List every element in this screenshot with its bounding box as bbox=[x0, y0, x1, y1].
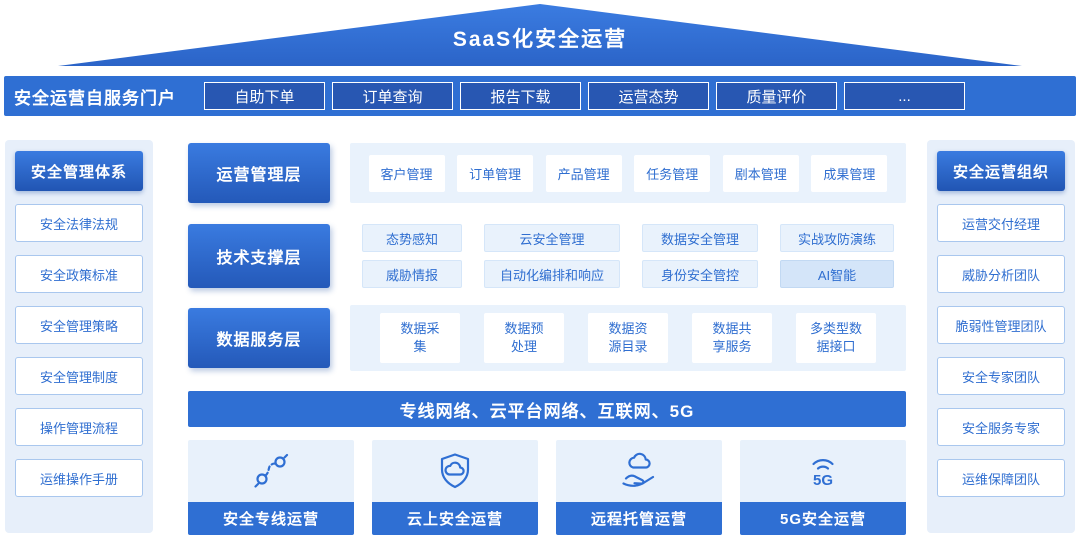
cloud-shield-icon bbox=[440, 453, 470, 489]
left-panel-title: 安全管理体系 bbox=[15, 151, 143, 191]
5g-signal-icon: 5G bbox=[812, 459, 834, 489]
quality-evaluation-button[interactable]: 质量评价 bbox=[716, 82, 837, 110]
list-item: 脆弱性管理团队 bbox=[937, 306, 1065, 344]
module-chip: 产品管理 bbox=[545, 154, 622, 192]
module-chip: 数据安全管理 bbox=[642, 224, 758, 252]
module-chip: 剧本管理 bbox=[722, 154, 799, 192]
module-chip: 多类型数 据接口 bbox=[796, 313, 876, 363]
module-chip: 态势感知 bbox=[362, 224, 462, 252]
data-layer-row: 数据采 集 数据预 处理 数据资 源目录 数据共 享服务 多类型数 据接口 bbox=[350, 305, 906, 371]
module-chip: 数据采 集 bbox=[380, 313, 460, 363]
module-chip: 订单管理 bbox=[457, 154, 534, 192]
list-item: 运维保障团队 bbox=[937, 459, 1065, 497]
tech-layer-grid: 态势感知 云安全管理 数据安全管理 实战攻防演练 威胁情报 自动化编排和响应 身… bbox=[350, 224, 906, 288]
module-chip: 数据预 处理 bbox=[484, 313, 564, 363]
hand-cloud-icon bbox=[622, 452, 655, 487]
roof-banner: SaaS化安全运营 bbox=[58, 4, 1022, 66]
module-chip: 成果管理 bbox=[811, 154, 888, 192]
module-chip: 任务管理 bbox=[634, 154, 711, 192]
module-chip: 身份安全管控 bbox=[642, 260, 758, 288]
page-title: SaaS化安全运营 bbox=[452, 28, 628, 51]
dedicated-line-icon bbox=[254, 453, 289, 488]
scenario-label: 云上安全运营 bbox=[372, 502, 538, 535]
module-chip: 实战攻防演练 bbox=[780, 224, 894, 252]
list-item: 运营交付经理 bbox=[937, 204, 1065, 242]
list-item: 威胁分析团队 bbox=[937, 255, 1065, 293]
portal-button-group: 自助下单 订单查询 报告下载 运营态势 质量评价 ... bbox=[204, 82, 965, 110]
network-bar: 专线网络、云平台网络、互联网、5G bbox=[188, 391, 906, 427]
scenario-box-dedicated-line: 安全专线运营 bbox=[188, 440, 354, 535]
list-item: 安全法律法规 bbox=[15, 204, 143, 242]
module-chip: 客户管理 bbox=[368, 154, 445, 192]
list-item: 安全管理策略 bbox=[15, 306, 143, 344]
data-layer-label: 数据服务层 bbox=[188, 308, 330, 368]
right-panel-title: 安全运营组织 bbox=[937, 151, 1065, 191]
scenario-label: 远程托管运营 bbox=[556, 502, 722, 535]
list-item: 安全政策标准 bbox=[15, 255, 143, 293]
operations-layer-label: 运营管理层 bbox=[188, 143, 330, 203]
scenario-label: 5G安全运营 bbox=[740, 502, 906, 535]
list-item: 安全服务专家 bbox=[937, 408, 1065, 446]
portal-label: 安全运营自服务门户 bbox=[14, 88, 176, 108]
security-organization-panel: 安全运营组织 运营交付经理 威胁分析团队 脆弱性管理团队 安全专家团队 安全服务… bbox=[927, 140, 1075, 533]
more-button[interactable]: ... bbox=[844, 82, 965, 110]
order-query-button[interactable]: 订单查询 bbox=[332, 82, 453, 110]
list-item: 运维操作手册 bbox=[15, 459, 143, 497]
tech-layer-label: 技术支撑层 bbox=[188, 224, 330, 288]
scenario-row: 安全专线运营 云上安全运营 远程托管运营 bbox=[188, 440, 906, 535]
scenario-label: 安全专线运营 bbox=[188, 502, 354, 535]
scenario-box-cloud-security: 云上安全运营 bbox=[372, 440, 538, 535]
module-chip: 自动化编排和响应 bbox=[484, 260, 620, 288]
5g-icon-text: 5G bbox=[813, 472, 833, 489]
list-item: 安全专家团队 bbox=[937, 357, 1065, 395]
scenario-box-remote-managed: 远程托管运营 bbox=[556, 440, 722, 535]
module-chip: 云安全管理 bbox=[484, 224, 620, 252]
operation-status-button[interactable]: 运营态势 bbox=[588, 82, 709, 110]
list-item: 安全管理制度 bbox=[15, 357, 143, 395]
module-chip-ai: AI智能 bbox=[780, 260, 894, 288]
list-item: 操作管理流程 bbox=[15, 408, 143, 446]
module-chip: 威胁情报 bbox=[362, 260, 462, 288]
scenario-box-5g-security: 5G 5G安全运营 bbox=[740, 440, 906, 535]
self-order-button[interactable]: 自助下单 bbox=[204, 82, 325, 110]
operations-layer-row: 客户管理 订单管理 产品管理 任务管理 剧本管理 成果管理 bbox=[350, 143, 906, 203]
security-management-panel: 安全管理体系 安全法律法规 安全政策标准 安全管理策略 安全管理制度 操作管理流… bbox=[5, 140, 153, 533]
module-chip: 数据共 享服务 bbox=[692, 313, 772, 363]
module-chip: 数据资 源目录 bbox=[588, 313, 668, 363]
report-download-button[interactable]: 报告下载 bbox=[460, 82, 581, 110]
portal-bar: 安全运营自服务门户 自助下单 订单查询 报告下载 运营态势 质量评价 ... bbox=[4, 76, 1076, 116]
